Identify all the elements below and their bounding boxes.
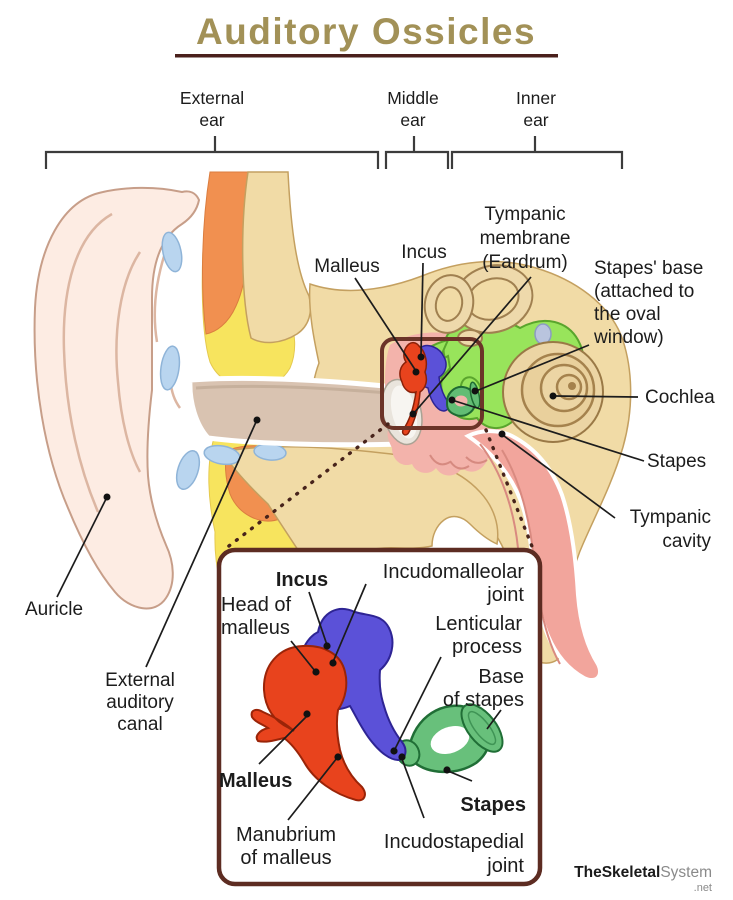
region-label-inner-ear: Inner	[516, 88, 556, 108]
ossicle-callout-box	[380, 337, 484, 430]
inset-label-malleus: Malleus	[219, 770, 292, 792]
inset-label-incudomalleolar: Incudomalleolar	[383, 561, 525, 583]
label-tympanic-cavity-2: cavity	[662, 531, 711, 552]
region-labels: External ear Middle ear Inner ear	[44, 88, 624, 169]
label-auricle: Auricle	[25, 599, 83, 620]
bracket-inner-ear	[450, 136, 624, 169]
inset-label-incudostapedial: Incudostapedial	[384, 831, 524, 853]
label-tympanic-cavity: Tympanic	[630, 507, 711, 528]
inset-label-head-of-malleus-2: malleus	[221, 617, 290, 639]
zoom-connector-lines	[223, 422, 535, 551]
inset-label-base-of-stapes: Base	[478, 666, 524, 688]
watermark: TheSkeletalSystem .net	[574, 864, 712, 894]
leader-lenticular	[393, 656, 442, 752]
malleus-main	[399, 341, 428, 436]
ossicle-inset: Incus Incudomalleolar joint Head of mall…	[216, 547, 543, 887]
leader-incus	[420, 262, 424, 356]
inset-label-lenticular: Lenticular	[435, 613, 522, 635]
label-stapes: Stapes	[647, 451, 706, 472]
inset-label-incudomalleolar-2: joint	[486, 584, 524, 606]
leader-manubrium	[287, 757, 338, 821]
leader-inset-incus	[308, 591, 328, 646]
label-tympanic-membrane: Tympanic	[484, 204, 565, 225]
leader-stapes	[454, 400, 645, 462]
leader-tympanic-cavity	[503, 435, 616, 519]
inset-label-incus: Incus	[276, 569, 328, 591]
leader-tympanic-membrane	[413, 276, 532, 414]
label-stapes-base-4: window)	[593, 327, 664, 348]
ossicles-main-view	[399, 341, 481, 436]
region-label-external-ear: External	[180, 88, 244, 108]
label-stapes-base: Stapes' base	[594, 258, 703, 279]
leader-stapes-base	[475, 344, 590, 392]
inset-labels: Incus Incudomalleolar joint Head of mall…	[219, 561, 526, 877]
leader-cochlea	[555, 395, 639, 398]
auricle-shape	[33, 186, 201, 610]
region-label-external-ear-2: ear	[199, 110, 224, 130]
leader-base-of-stapes	[486, 709, 502, 730]
inset-label-manubrium-2: of malleus	[240, 847, 331, 869]
inset-label-base-of-stapes-2: of stapes	[443, 689, 524, 711]
label-malleus: Malleus	[314, 256, 379, 277]
watermark-light: System	[660, 864, 712, 881]
leader-incudomalleolar	[332, 583, 367, 663]
cavity-folds	[429, 454, 488, 470]
inset-leaders	[258, 583, 502, 821]
page-title: Auditory Ossicles	[196, 11, 536, 52]
leader-inset-stapes	[447, 770, 473, 782]
leader-auricle	[56, 498, 107, 598]
label-incus: Incus	[401, 242, 446, 263]
region-label-middle-ear: Middle	[387, 88, 439, 108]
label-ear-canal-2: auditory	[106, 692, 174, 713]
leader-malleus	[354, 277, 417, 372]
main-labels: Malleus Incus Tympanic membrane (Eardrum…	[25, 204, 715, 735]
watermark-bold: TheSkeletal	[574, 864, 660, 881]
watermark-tld: .net	[694, 882, 712, 894]
label-stapes-base-3: the oval	[594, 304, 661, 325]
cochlea-shape	[502, 341, 604, 443]
label-stapes-base-2: (attached to	[594, 281, 694, 302]
inset-label-manubrium: Manubrium	[236, 824, 336, 846]
leader-ear-canal	[145, 421, 257, 668]
inset-label-incudostapedial-2: joint	[486, 855, 524, 877]
leader-head-of-malleus	[290, 640, 316, 672]
header: Auditory Ossicles	[175, 11, 558, 58]
title-underline	[175, 54, 558, 58]
bracket-middle-ear	[384, 136, 450, 169]
inset-label-head-of-malleus: Head of	[221, 594, 291, 616]
leader-inset-malleus	[258, 715, 308, 765]
inset-label-lenticular-2: process	[452, 636, 522, 658]
label-tympanic-membrane-3: (Eardrum)	[482, 252, 568, 273]
leader-incudostapedial	[401, 758, 425, 819]
region-label-middle-ear-2: ear	[400, 110, 425, 130]
label-ear-canal-3: canal	[117, 714, 162, 735]
bracket-external-ear	[44, 136, 380, 169]
svg-text:TheSkeletalSystem: TheSkeletalSystem	[574, 864, 712, 881]
label-tympanic-membrane-2: membrane	[480, 228, 571, 249]
label-ear-canal: External	[105, 670, 175, 691]
label-cochlea: Cochlea	[645, 387, 715, 408]
inset-label-stapes: Stapes	[460, 794, 526, 816]
region-label-inner-ear-2: ear	[523, 110, 548, 130]
main-leaders	[56, 262, 645, 668]
